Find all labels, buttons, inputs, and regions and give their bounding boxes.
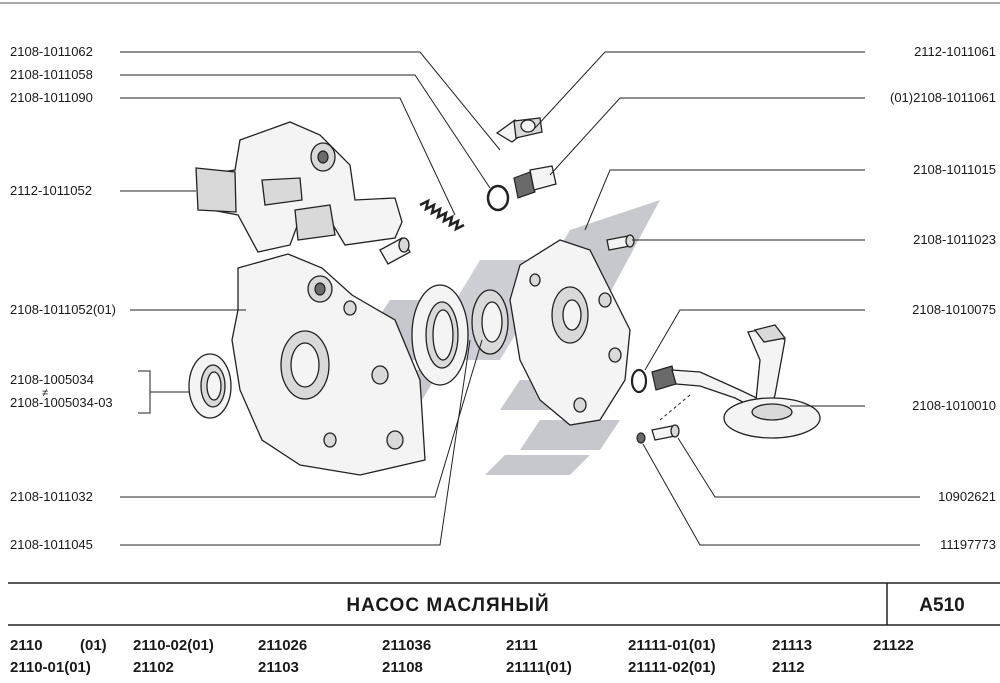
inner-gear-rotor [471, 289, 509, 355]
model-item: 2111 [506, 637, 538, 654]
model-item: 21122 [873, 637, 914, 654]
model-item: 2110-01(01) [10, 659, 91, 676]
model-list: 2110 (01) 2110-02(01) 211026 211036 2111… [10, 637, 914, 676]
title-block: НАСОС МАСЛЯНЫЙ A510 [8, 582, 1000, 626]
model-item: 211026 [258, 637, 307, 654]
label-2108-1011045: 2108-1011045 [10, 537, 93, 552]
oil-seal [188, 353, 232, 419]
label-2108-1011015: 2108-1011015 [913, 162, 996, 177]
plug-lower [513, 165, 557, 199]
label-2108-1005034-03: 2108-1005034-03 [10, 395, 113, 410]
model-item: 21111-01(01) [628, 637, 716, 654]
model-item: 211036 [382, 637, 431, 654]
model-item: 21108 [382, 659, 423, 676]
label-2108-1010010: 2108-1010010 [912, 398, 996, 413]
label-2108-1011058: 2108-1011058 [10, 67, 93, 82]
label-2108-1005034: 2108-1005034 [10, 372, 94, 387]
oil-pickup [651, 324, 821, 439]
pickup-bolt [636, 394, 691, 444]
model-item: 21113 [772, 637, 812, 654]
o-ring [630, 368, 648, 394]
model-item: (01) [80, 637, 107, 654]
not-interchangeable-mark: ≠ [42, 387, 48, 399]
label-2108-1011023: 2108-1011023 [913, 232, 996, 247]
label-2108-1010075: 2108-1010075 [912, 302, 996, 317]
outer-gear-rotor [411, 284, 469, 386]
label-10902621: 10902621 [938, 489, 996, 504]
model-item: 21111-02(01) [628, 659, 716, 676]
model-item: 21103 [258, 659, 299, 676]
model-item: 21102 [133, 659, 174, 676]
pump-body-lower [231, 253, 426, 476]
label-2112-1011052: 2112-1011052 [10, 183, 92, 198]
label-2108-1011032: 2108-1011032 [10, 489, 93, 504]
label-2112-1011061: 2112-1011061 [914, 44, 996, 59]
leader-lines [120, 51, 920, 546]
cover-screw [606, 234, 635, 251]
label-2108-1011090: 2108-1011090 [10, 90, 93, 105]
relief-spring [419, 198, 465, 232]
label-2108-1011062: 2108-1011062 [10, 44, 93, 59]
pump-body-upper [195, 121, 403, 253]
model-item: 2110 [10, 637, 43, 654]
relief-plunger [379, 237, 411, 265]
sealing-washer [486, 184, 510, 212]
label-2108-1011052-01: 2108-1011052(01) [10, 302, 116, 317]
pump-cover [509, 239, 631, 426]
page-code: A510 [919, 595, 964, 616]
label-01-2108-1011061: (01)2108-1011061 [890, 90, 996, 105]
page-title: НАСОС МАСЛЯНЫЙ [346, 594, 549, 616]
model-item: 21111(01) [506, 659, 572, 676]
label-11197773: 11197773 [940, 537, 996, 552]
model-item: 2112 [772, 659, 805, 676]
plug-upper [495, 117, 543, 143]
model-item: 2110-02(01) [133, 637, 214, 654]
